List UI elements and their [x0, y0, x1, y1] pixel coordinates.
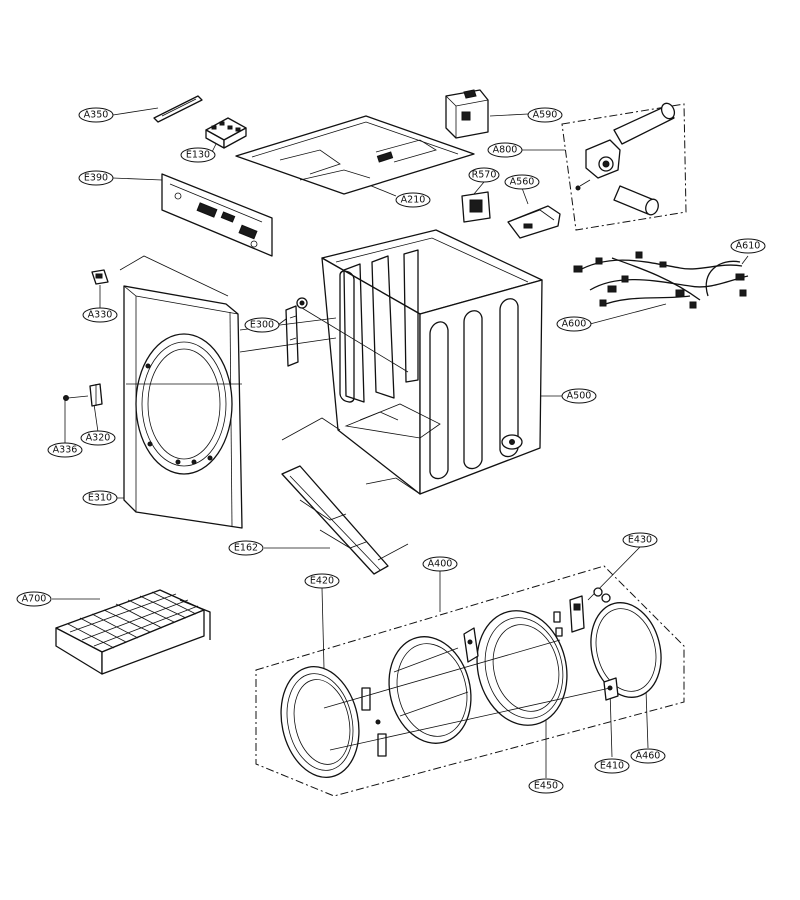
leader-lines: [52, 107, 749, 778]
svg-text:E430: E430: [628, 535, 652, 546]
svg-text:E410: E410: [600, 761, 624, 772]
callout-a590: A590: [527, 107, 563, 123]
svg-text:A400: A400: [428, 559, 453, 570]
callout-e162: E162: [228, 540, 264, 556]
svg-text:A500: A500: [567, 391, 592, 402]
callout-a210: A210: [395, 192, 431, 208]
callout-a700: A700: [16, 591, 52, 607]
svg-text:A330: A330: [88, 310, 113, 321]
svg-text:A460: A460: [636, 751, 661, 762]
callout-a350: A350: [78, 107, 114, 123]
callout-e310: E310: [82, 490, 118, 506]
a800-group-outline: [561, 103, 687, 231]
callouts: A350 E130 E390 A210 A590 A800 R570 A560 …: [16, 107, 766, 794]
door-glass: [388, 636, 472, 744]
latch-a320: [89, 383, 103, 407]
svg-text:A800: A800: [493, 145, 518, 156]
latch-e430: [553, 587, 611, 637]
svg-text:E162: E162: [234, 543, 258, 554]
callout-e130: E130: [180, 147, 216, 163]
strip-a350: [153, 95, 203, 123]
svg-text:A350: A350: [84, 110, 109, 121]
base-bracket-e162: [281, 465, 409, 575]
callout-a560: A560: [504, 174, 540, 190]
svg-text:A320: A320: [86, 433, 111, 444]
callout-a400: A400: [422, 556, 458, 572]
callout-a500: A500: [561, 388, 597, 404]
callout-e450: E450: [528, 778, 564, 794]
connector-e130: [205, 117, 247, 149]
svg-text:A700: A700: [22, 594, 47, 605]
svg-text:R570: R570: [472, 170, 497, 181]
wire-harness-a600-a610: [573, 251, 749, 309]
vent-a560: [507, 205, 561, 239]
hook-e410: [603, 677, 619, 701]
callout-a600: A600: [556, 316, 592, 332]
callout-a330: A330: [82, 307, 118, 323]
callout-e390: E390: [78, 170, 114, 186]
inner-ring-e450: [463, 610, 568, 726]
svg-text:E450: E450: [534, 781, 558, 792]
callout-e410: E410: [594, 758, 630, 774]
valve-hose-a800: [575, 102, 676, 216]
gasket-a460: [590, 602, 662, 698]
bracket-r570: [461, 191, 491, 223]
a400-door-assembly-outline: [255, 565, 685, 797]
svg-text:A336: A336: [53, 445, 78, 456]
svg-text:E390: E390: [84, 173, 108, 184]
callout-r570: R570: [468, 167, 500, 183]
door-assembly-a400: [280, 587, 662, 778]
switch-a330: [91, 269, 109, 285]
svg-text:E420: E420: [310, 576, 334, 587]
hinge-parts: [361, 687, 387, 757]
callout-e430: E430: [622, 532, 658, 548]
callout-a610: A610: [730, 238, 766, 254]
svg-text:A600: A600: [562, 319, 587, 330]
callout-e300: E300: [244, 317, 280, 333]
cabinet-a500: [296, 229, 543, 495]
assembly-outlines: [255, 103, 687, 797]
svg-text:A590: A590: [533, 110, 558, 121]
control-board-e390: [161, 173, 273, 257]
screw-a336: [63, 395, 89, 401]
bracket-e300: [285, 305, 299, 367]
door-ring-e420: [280, 666, 360, 778]
svg-text:A610: A610: [736, 241, 761, 252]
callout-e420: E420: [304, 573, 340, 589]
assembly-guide-lines: [119, 255, 421, 495]
svg-text:A560: A560: [510, 177, 535, 188]
svg-text:E310: E310: [88, 493, 112, 504]
duct-a590: [445, 89, 489, 139]
svg-text:E130: E130: [186, 150, 210, 161]
svg-text:E300: E300: [250, 320, 274, 331]
front-panel-e310: [123, 285, 243, 529]
top-plate-a210: [235, 115, 475, 195]
callout-a336: A336: [47, 442, 83, 458]
callout-a460: A460: [630, 748, 666, 764]
svg-text:A210: A210: [401, 195, 426, 206]
callout-a800: A800: [487, 142, 523, 158]
callout-a320: A320: [80, 430, 116, 446]
drying-rack-a700: [55, 589, 211, 675]
